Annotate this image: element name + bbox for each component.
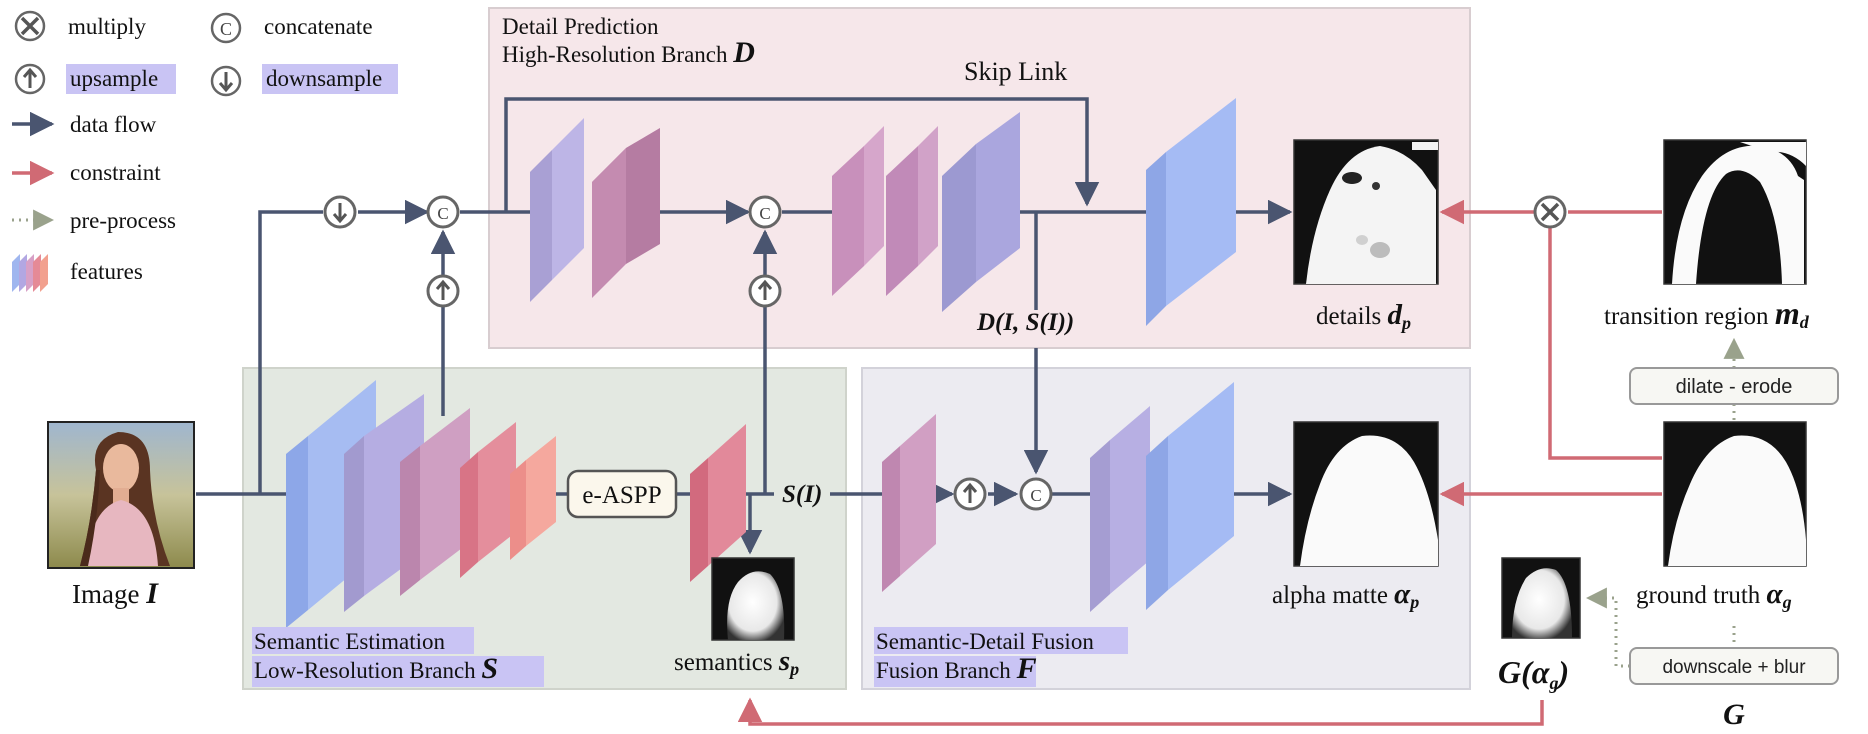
input-image-label: Image I: [72, 577, 159, 610]
legend-upsample-label: upsample: [70, 66, 158, 91]
upsample-node-fusion: [953, 477, 987, 511]
dilate-erode-label: dilate - erode: [1676, 376, 1793, 398]
svg-text:C: C: [1030, 486, 1041, 505]
constraint-lines: [737, 199, 1662, 726]
detail-feature-block-1: [530, 118, 584, 302]
multiply-icon: [14, 10, 46, 42]
svg-text:C: C: [220, 19, 232, 39]
legend-pre-process-label: pre-process: [70, 208, 176, 233]
detail-feature-block-2: [592, 128, 660, 298]
detail-branch-subtitle: High-Resolution Branch D: [502, 36, 755, 69]
concatenate-node-top-left: C: [426, 195, 460, 229]
legend-data-flow-label: data flow: [70, 112, 157, 137]
fusion-branch-title: Semantic-Detail Fusion: [876, 629, 1094, 654]
concatenate-node-detail: C: [748, 195, 782, 229]
semantic-feature-block-3: [400, 408, 470, 596]
skip-link-label: Skip Link: [964, 57, 1067, 86]
detail-branch-title: Detail Prediction: [502, 14, 659, 39]
fusion-branch-subtitle: Fusion Branch F: [876, 652, 1037, 685]
details-label: details dp: [1316, 299, 1411, 333]
features-icon: [12, 254, 48, 292]
blurred-ground-truth-image: [1501, 557, 1581, 639]
svg-text:C: C: [437, 204, 448, 223]
legend-concatenate-label: concatenate: [264, 14, 373, 39]
d-output-label: D(I, S(I)): [976, 309, 1074, 336]
semantics-matte-image: [711, 557, 795, 641]
downscale-blur-box: [1629, 647, 1839, 685]
legend: multiply C concatenate upsample downsamp…: [12, 10, 398, 292]
transition-region-image: [1663, 139, 1807, 285]
legend-downsample-label: downsample: [266, 66, 382, 91]
semantic-branch-title: Semantic Estimation: [254, 629, 445, 654]
input-portrait-image: [47, 421, 195, 569]
dilate-erode-box: [1629, 367, 1839, 405]
downsample-node: [323, 195, 357, 229]
detail-feature-block-5: [942, 112, 1020, 312]
ground-truth-image: [1663, 421, 1807, 567]
fusion-feature-block-1: [882, 414, 936, 592]
downscale-blur-label: downscale + blur: [1662, 657, 1806, 678]
e-aspp-label: e-ASPP: [582, 482, 661, 509]
legend-constraint-label: constraint: [70, 160, 161, 185]
ground-truth-label: ground truth αg: [1636, 578, 1792, 612]
detail-feature-block-6: [1146, 98, 1236, 326]
g-of-alpha-label: G(αg): [1498, 654, 1569, 693]
legend-features-label: features: [70, 259, 143, 284]
semantic-branch-subtitle: Low-Resolution Branch S: [254, 652, 498, 685]
semantic-feature-block-6: [690, 424, 746, 582]
upsample-node-left: [426, 274, 460, 308]
concatenate-icon: C: [210, 12, 242, 44]
pre-process-lines: [1585, 337, 1745, 668]
transition-region-label: transition region md: [1604, 295, 1810, 332]
concatenate-node-fusion: C: [1019, 477, 1053, 511]
g-operator-label: G: [1723, 698, 1745, 731]
alpha-matte-output-image: [1293, 421, 1439, 567]
fusion-feature-block-2: [1090, 406, 1150, 612]
semantic-feature-block-4: [460, 422, 516, 578]
downsample-icon: [210, 65, 242, 97]
alpha-matte-label: alpha matte αp: [1272, 578, 1419, 612]
upsample-icon: [14, 63, 46, 95]
svg-text:C: C: [759, 204, 770, 223]
detail-feature-block-4: [886, 126, 938, 296]
semantics-label: semantics sp: [674, 645, 799, 679]
detail-feature-block-3: [832, 126, 884, 296]
fusion-feature-block-3: [1146, 382, 1234, 610]
legend-multiply-label: multiply: [68, 14, 146, 39]
s-output-label: S(I): [782, 481, 822, 508]
e-aspp-module: [566, 469, 678, 519]
details-output-image: [1293, 139, 1439, 285]
upsample-node-middle: [748, 274, 782, 308]
semantic-feature-block-5: [510, 436, 556, 560]
multiply-node: [1533, 195, 1567, 229]
